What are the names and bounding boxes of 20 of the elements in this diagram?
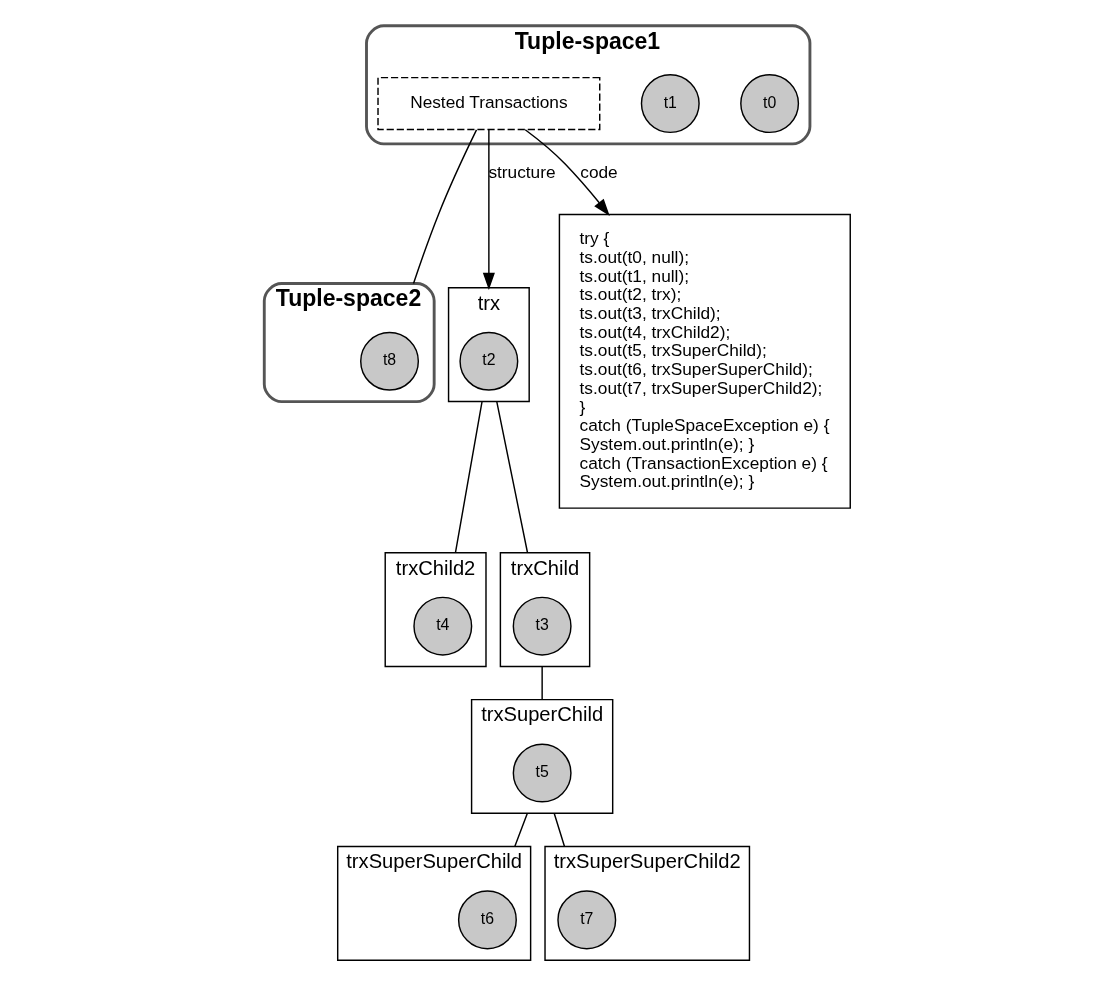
edge-label: code	[580, 161, 618, 182]
node-circle: t4	[413, 596, 473, 656]
connector	[514, 812, 529, 848]
node-circle: t6	[457, 890, 517, 950]
node-circle: t1	[640, 74, 700, 134]
arrow	[482, 129, 495, 290]
connector	[454, 400, 483, 554]
node-circle: t0	[740, 74, 800, 134]
arrow	[524, 129, 610, 216]
connector	[553, 812, 566, 848]
node-circle: t8	[360, 331, 420, 391]
connector	[496, 400, 529, 554]
connector	[541, 665, 543, 701]
node-box: Nested Transactions	[377, 76, 601, 131]
node-circle: t7	[557, 890, 617, 950]
node-circle: t2	[459, 331, 519, 391]
node-circle: t3	[512, 596, 572, 656]
node-box: try { ts.out(t0, null); ts.out(t1, null); ts.out(t2, trx); ts.out(t3, trxChild); ts.out(t4, trxChild2); ts.out(t5, trxSuperChild); ts.out(t6, trxSuperSuperChild); ts.out(t7, trxSuperSuperChild2); } catch (TupleSpaceException e) { System.out.println(e); } catch (TransactionException e) { System.out.println(e); }	[558, 213, 851, 509]
node-circle: t5	[512, 743, 572, 803]
connector	[412, 129, 478, 285]
